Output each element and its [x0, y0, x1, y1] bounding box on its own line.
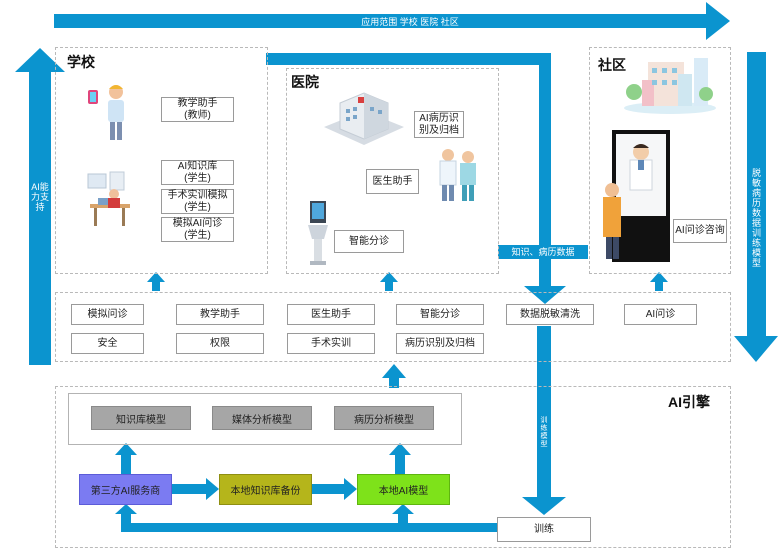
- local-knowledge-backup: 本地知识库备份: [219, 474, 312, 505]
- cap-security: 安全: [71, 333, 144, 354]
- triage-kiosk-illustration: [306, 199, 330, 267]
- cap-permission: 权限: [176, 333, 264, 354]
- training-up-local: [392, 504, 414, 524]
- up-arrow-school: [147, 272, 165, 291]
- surgery-sim-box: 手术实训模拟(学生): [161, 189, 234, 214]
- student-illustration: [86, 170, 136, 230]
- arrow-third-to-backup: [172, 478, 219, 500]
- community-title: 社区: [598, 57, 626, 73]
- local-ai-model: 本地AI模型: [357, 474, 450, 505]
- cap-record-recognition: 病历识别及归档: [396, 333, 484, 354]
- top-banner-arrow: [54, 2, 730, 40]
- engine-title: AI引擎: [668, 394, 710, 410]
- cap-teaching-assistant: 教学助手: [176, 304, 264, 325]
- top-banner-label: 应用范围 学校 医院 社区: [361, 17, 459, 27]
- smart-triage-box: 智能分诊: [334, 230, 404, 253]
- engine-panel: [55, 386, 731, 548]
- record-model: 病历分析模型: [334, 406, 434, 430]
- school-panel: [55, 47, 268, 274]
- up-arrow-engine: [382, 364, 406, 388]
- up-arrow-hospital: [380, 272, 398, 291]
- right-down-arrow: [734, 52, 778, 362]
- cap-data-cleaning: 数据脱敏清洗: [506, 304, 594, 325]
- teacher-tool-box: 教学助手(教师): [161, 97, 234, 122]
- community-buildings-illustration: [622, 52, 717, 116]
- train-flow-label: 训练模型: [540, 417, 548, 448]
- knowledge-flow-band: [498, 245, 588, 259]
- school-title: 学校: [67, 54, 95, 70]
- cap-ai-consult: AI问诊: [624, 304, 697, 325]
- training-return-h: [121, 523, 497, 532]
- up-arrow-local: [389, 443, 411, 474]
- knowledge-base-box: AI知识库(学生): [161, 160, 234, 185]
- right-arrow-label: 脱敏病历数据训练模型: [751, 168, 761, 268]
- community-consult-box: AI问诊咨询: [673, 219, 727, 243]
- teacher-illustration: [84, 80, 136, 142]
- cap-surgery-training: 手术实训: [287, 333, 375, 354]
- medical-staff-illustration: [434, 145, 484, 205]
- knowledge-flow-label: 知识、病历数据: [511, 247, 575, 257]
- ai-consult-sim-box: 模拟AI问诊(学生): [161, 217, 234, 242]
- third-party-provider: 第三方AI服务商: [79, 474, 172, 505]
- media-model: 媒体分析模型: [212, 406, 312, 430]
- capability-panel: [55, 292, 731, 362]
- record-recognition-box: AI病历识别及归档: [414, 111, 464, 138]
- left-up-arrow: [15, 48, 65, 365]
- cap-sim-consult: 模拟问诊: [71, 304, 144, 325]
- hospital-connector-h: [266, 53, 551, 65]
- cap-doctor-assistant: 医生助手: [287, 304, 375, 325]
- train-down-arrow: [522, 326, 566, 515]
- model-group-panel: [68, 393, 462, 445]
- hospital-title: 医院: [291, 74, 319, 90]
- training-box: 训练: [497, 517, 591, 542]
- up-arrow-third: [115, 443, 137, 474]
- cleaning-down-arrow: [524, 53, 566, 304]
- arrow-backup-to-local: [312, 478, 357, 500]
- consult-screen-illustration: [600, 130, 672, 264]
- knowledge-model: 知识库模型: [91, 406, 191, 430]
- hospital-building-illustration: [318, 85, 408, 153]
- cap-smart-triage: 智能分诊: [396, 304, 484, 325]
- left-arrow-label: AI能力支持: [31, 182, 50, 212]
- hospital-panel: [286, 68, 499, 274]
- training-up-third: [115, 504, 137, 532]
- up-arrow-community: [650, 272, 668, 291]
- doctor-assistant-box: 医生助手: [366, 169, 419, 194]
- community-panel: [589, 47, 731, 274]
